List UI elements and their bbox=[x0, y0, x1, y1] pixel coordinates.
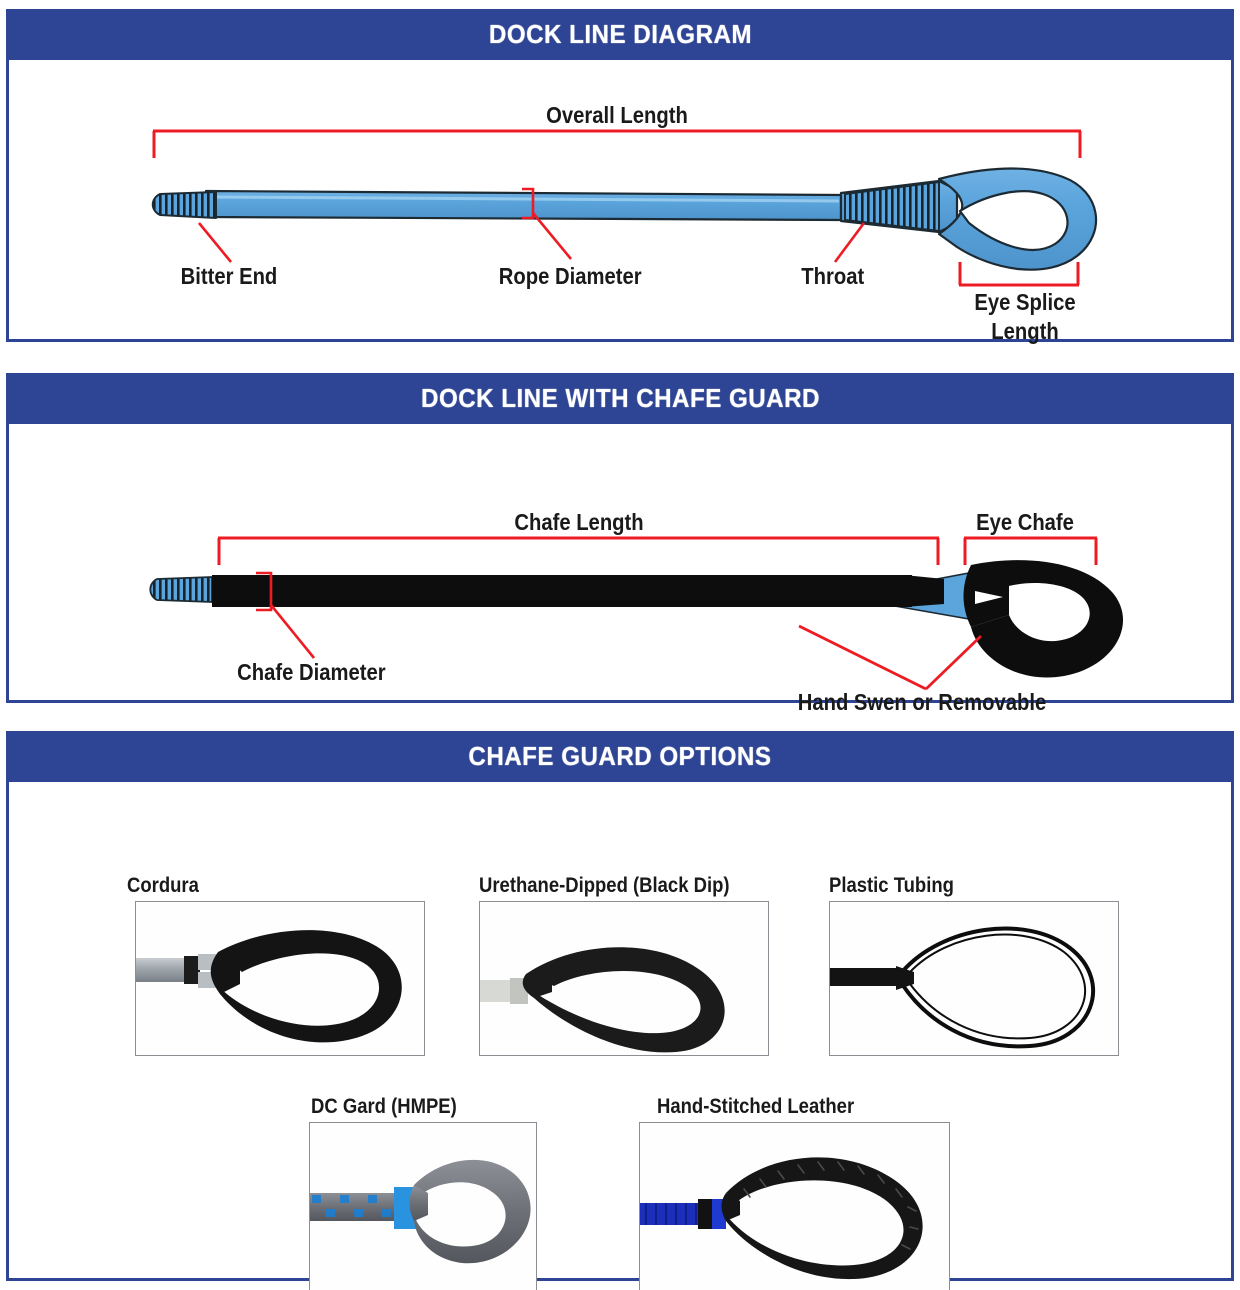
overall-length-bracket bbox=[152, 129, 1082, 158]
leather-image bbox=[640, 1123, 949, 1290]
bitter-end-leader bbox=[197, 222, 233, 263]
label-throat: Throat bbox=[801, 263, 865, 289]
panel-3-header: CHAFE GUARD OPTIONS bbox=[6, 731, 1234, 782]
bitter-end-whipping bbox=[151, 191, 217, 219]
panel-2-header: DOCK LINE WITH CHAFE GUARD bbox=[6, 373, 1234, 424]
chafe-diameter-leader bbox=[269, 604, 316, 659]
chafe-sleeve-taper bbox=[904, 575, 944, 607]
option-photo-dcgard bbox=[309, 1122, 537, 1290]
panel-1-title: DOCK LINE DIAGRAM bbox=[488, 19, 752, 49]
dcgard-image bbox=[310, 1123, 536, 1290]
eye-chafe-throat-notch bbox=[975, 591, 1003, 604]
panel-chafe-guard-options: CHAFE GUARD OPTIONS Cordura bbox=[6, 731, 1234, 1290]
chafe-diameter-marker bbox=[256, 571, 273, 612]
label-eye-splice-line2: Length bbox=[991, 318, 1059, 344]
label-rope-diameter: Rope Diameter bbox=[498, 263, 642, 289]
hand-swen-leaders bbox=[798, 624, 982, 691]
panel-3-title: CHAFE GUARD OPTIONS bbox=[468, 741, 772, 771]
chafe-guard-line-illustration bbox=[149, 536, 1124, 691]
option-label-leather: Hand-Stitched Leather bbox=[657, 1095, 855, 1118]
panel-1-body: Overall Length Bitter End Rope Diameter … bbox=[9, 63, 1231, 344]
option-photo-plastic bbox=[829, 901, 1119, 1056]
dock-line-illustration bbox=[151, 129, 1098, 287]
label-eye-splice-line1: Eye Splice bbox=[974, 289, 1076, 315]
panel-1-header: DOCK LINE DIAGRAM bbox=[6, 9, 1234, 60]
throat-whipping bbox=[844, 180, 940, 233]
chafe-length-bracket bbox=[217, 536, 940, 565]
urethane-image bbox=[480, 902, 768, 1055]
label-chafe-length: Chafe Length bbox=[514, 509, 644, 535]
panel-dock-line-diagram: DOCK LINE DIAGRAM bbox=[6, 9, 1234, 344]
option-label-cordura: Cordura bbox=[127, 874, 199, 897]
label-overall-length: Overall Length bbox=[546, 102, 688, 128]
option-label-urethane: Urethane-Dipped (Black Dip) bbox=[479, 874, 730, 897]
panel-3-body: Cordura bbox=[9, 785, 1231, 1290]
cordura-image bbox=[136, 902, 424, 1055]
bitter-end-whipping-2 bbox=[149, 576, 213, 603]
option-photo-urethane bbox=[479, 901, 769, 1056]
label-hand-swen: Hand Swen or Removable bbox=[797, 689, 1047, 715]
throat-leader bbox=[833, 222, 866, 263]
option-photo-leather bbox=[639, 1122, 950, 1290]
chafe-sleeve bbox=[212, 575, 912, 607]
label-eye-chafe: Eye Chafe bbox=[976, 509, 1074, 535]
label-chafe-diameter: Chafe Diameter bbox=[237, 659, 386, 685]
panel-dock-line-with-chafe-guard: DOCK LINE WITH CHAFE GUARD bbox=[6, 373, 1234, 715]
eye-chafe-bracket bbox=[963, 536, 1098, 565]
rope-diameter-leader bbox=[531, 212, 573, 260]
eye-splice-bracket bbox=[958, 262, 1080, 287]
option-label-dcgard: DC Gard (HMPE) bbox=[311, 1095, 457, 1118]
option-photo-cordura bbox=[135, 901, 425, 1056]
rope-diameter-marker bbox=[522, 187, 535, 220]
rope-body bbox=[151, 167, 1098, 271]
option-label-plastic: Plastic Tubing bbox=[829, 874, 954, 897]
eye-chafe-cover bbox=[963, 560, 1124, 678]
plastic-tubing-image bbox=[830, 902, 1118, 1055]
panel-2-title: DOCK LINE WITH CHAFE GUARD bbox=[420, 383, 820, 413]
label-bitter-end: Bitter End bbox=[180, 263, 278, 289]
panel-2-body: Chafe Length Eye Chafe Chafe Diameter Ha… bbox=[9, 427, 1231, 715]
